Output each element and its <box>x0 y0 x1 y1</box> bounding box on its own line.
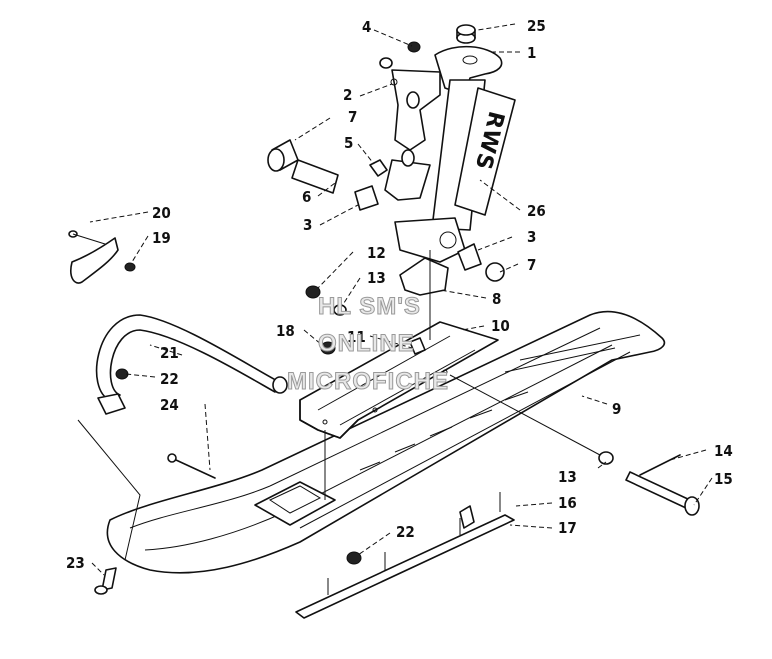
spindle-decal: RWS <box>454 87 516 216</box>
callout-13b: 13 <box>558 468 577 486</box>
lock-nut-18 <box>320 341 336 355</box>
watermark: HL SM'S ONLINE MICROFICHE <box>287 293 449 396</box>
skid-bracket <box>68 230 136 284</box>
stop-block <box>399 257 449 296</box>
bushing-7-left <box>267 139 299 172</box>
callout-15: 15 <box>714 470 733 488</box>
callout-22b: 22 <box>396 523 415 541</box>
callout-18: 18 <box>276 322 295 340</box>
grease-fitting <box>390 78 398 86</box>
wear-bar <box>295 492 515 619</box>
callout-9: 9 <box>612 400 621 418</box>
callout-25: 25 <box>527 17 546 35</box>
washer-13-lower <box>598 451 614 465</box>
callout-7b: 7 <box>527 256 536 274</box>
callout-19: 19 <box>152 229 171 247</box>
leader-lines <box>77 23 713 576</box>
callout-20: 20 <box>152 204 171 222</box>
watermark-line-3: MICROFICHE <box>287 368 449 395</box>
callout-4: 4 <box>362 18 371 36</box>
ski-saddle <box>299 321 499 439</box>
nut-22-lower <box>346 551 362 565</box>
callout-12: 12 <box>367 244 386 262</box>
callout-labels: 1 2 3 3 4 5 6 7 7 8 9 10 11 12 13 13 14 … <box>66 17 733 572</box>
callout-13a: 13 <box>367 269 386 287</box>
nut-4 <box>407 41 421 53</box>
watermark-line-2: ONLINE <box>318 330 415 357</box>
bolt-23 <box>94 567 117 595</box>
callout-23: 23 <box>66 554 85 572</box>
grease-cap <box>456 24 476 44</box>
callout-11: 11 <box>347 328 366 346</box>
bolt-11 <box>409 337 426 355</box>
watermark-line-1: HL SM'S <box>318 293 421 320</box>
callout-17: 17 <box>558 519 577 537</box>
callout-22a: 22 <box>160 370 179 388</box>
washer-4b <box>379 57 393 69</box>
bushing-5 <box>369 159 388 177</box>
cotter-pin <box>639 454 681 476</box>
callout-26: 26 <box>527 202 546 220</box>
callout-8: 8 <box>492 290 501 308</box>
callout-21: 21 <box>160 344 179 362</box>
washer-13-upper <box>333 304 347 316</box>
bushing-3-right <box>457 243 482 271</box>
callout-10: 10 <box>491 317 510 335</box>
callout-7a: 7 <box>348 108 357 126</box>
bushing-3-left <box>354 185 379 211</box>
ski-loop <box>95 314 288 415</box>
callout-14: 14 <box>714 442 733 460</box>
callout-24: 24 <box>160 396 179 414</box>
callout-16: 16 <box>558 494 577 512</box>
callout-3b: 3 <box>527 228 536 246</box>
ski <box>106 310 666 574</box>
callout-2: 2 <box>343 86 352 104</box>
spacer-6 <box>291 159 339 194</box>
callout-1: 1 <box>527 44 536 62</box>
bushing-7-right <box>485 262 505 282</box>
callout-5: 5 <box>344 134 353 152</box>
bolt-15 <box>625 471 700 516</box>
callout-3a: 3 <box>303 216 312 234</box>
callout-6: 6 <box>302 188 311 206</box>
nut-12 <box>305 285 321 299</box>
bolt-24 <box>167 453 216 479</box>
